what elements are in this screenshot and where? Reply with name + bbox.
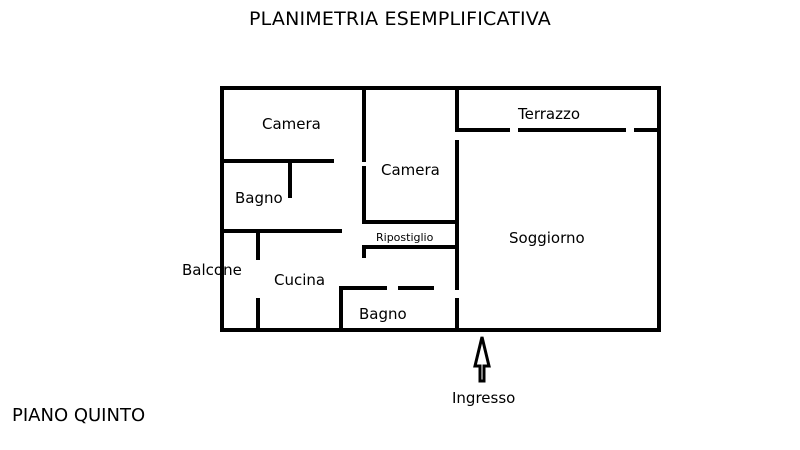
room-label-bagno-lower: Bagno <box>359 305 407 323</box>
outer-wall <box>220 86 661 332</box>
room-label-terrazzo: Terrazzo <box>518 105 581 123</box>
page-title: PLANIMETRIA ESEMPLIFICATIVA <box>249 8 551 30</box>
room-label-bagno-upper: Bagno <box>235 189 283 207</box>
room-label-cucina: Cucina <box>274 271 326 289</box>
room-label-camera-top-left: Camera <box>262 115 321 133</box>
room-label-balcone: Balcone <box>182 261 242 279</box>
entrance-arrow-icon <box>473 336 491 383</box>
room-label-soggiorno: Soggiorno <box>509 229 585 247</box>
room-label-ripostiglio: Ripostiglio <box>376 231 434 244</box>
floor-label: PIANO QUINTO <box>12 405 146 426</box>
entrance-label: Ingresso <box>452 389 516 407</box>
room-label-camera-center: Camera <box>381 161 440 179</box>
